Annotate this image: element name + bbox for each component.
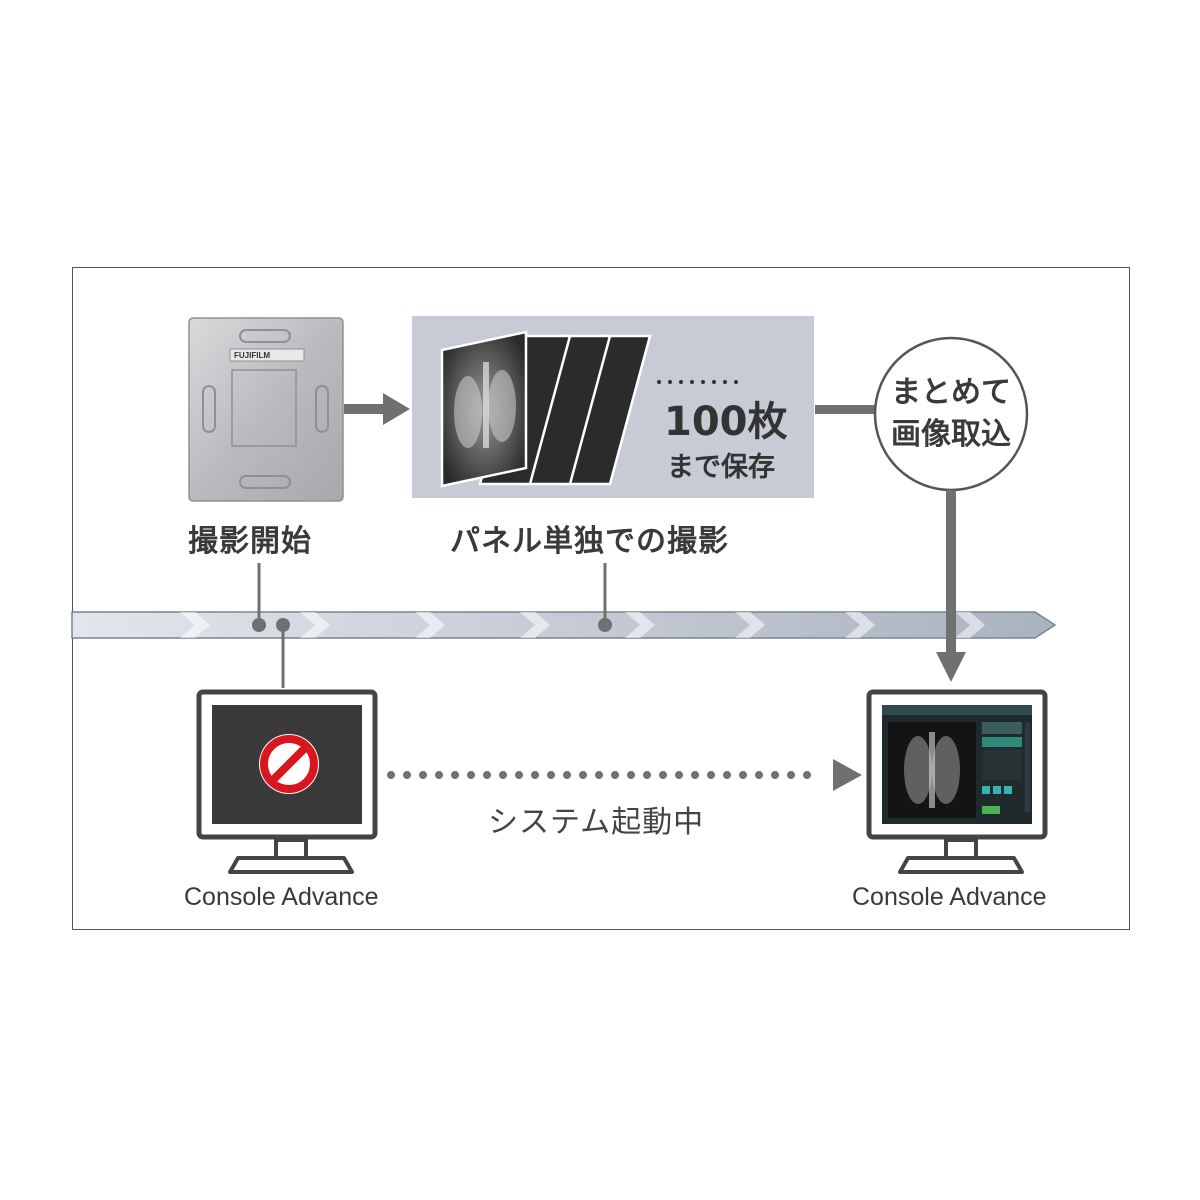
arrow-import-to-console bbox=[936, 490, 966, 682]
panel-shooting-label: パネル単独での撮影 bbox=[450, 524, 729, 559]
line-panel-to-import bbox=[815, 405, 877, 414]
diagram-frame bbox=[72, 267, 1130, 930]
storage-count: 100枚 bbox=[664, 399, 788, 445]
connectors bbox=[252, 563, 612, 688]
start-connector-dot bbox=[252, 618, 266, 632]
batch-import-line1: まとめて bbox=[891, 375, 1011, 410]
left-console-label: Console Advance bbox=[184, 883, 379, 911]
panel-storage-box bbox=[412, 316, 814, 498]
right-monitor bbox=[866, 689, 1048, 874]
detector-panel-image: FUJIFILM bbox=[188, 317, 344, 502]
timeline-chevrons bbox=[180, 612, 985, 638]
left-monitor bbox=[196, 689, 378, 874]
xray-sheet bbox=[440, 330, 528, 488]
right-console-label: Console Advance bbox=[852, 883, 1047, 911]
dots-leader bbox=[657, 380, 738, 384]
storage-caption: まで保存 bbox=[667, 452, 775, 483]
system-booting-label: システム起動中 bbox=[488, 805, 705, 840]
timeline-band bbox=[71, 611, 1057, 639]
arrow-start-to-panel bbox=[344, 393, 410, 425]
batch-import-circle bbox=[873, 336, 1029, 492]
batch-import-line2: 画像取込 bbox=[891, 417, 1011, 452]
panel-connector-dot bbox=[598, 618, 612, 632]
console-connector-dot bbox=[276, 618, 290, 632]
start-label: 撮影開始 bbox=[188, 524, 312, 559]
detector-brand: FUJIFILM bbox=[234, 351, 270, 360]
prohibited-icon bbox=[259, 734, 319, 794]
dotted-arrow-booting bbox=[387, 759, 862, 791]
